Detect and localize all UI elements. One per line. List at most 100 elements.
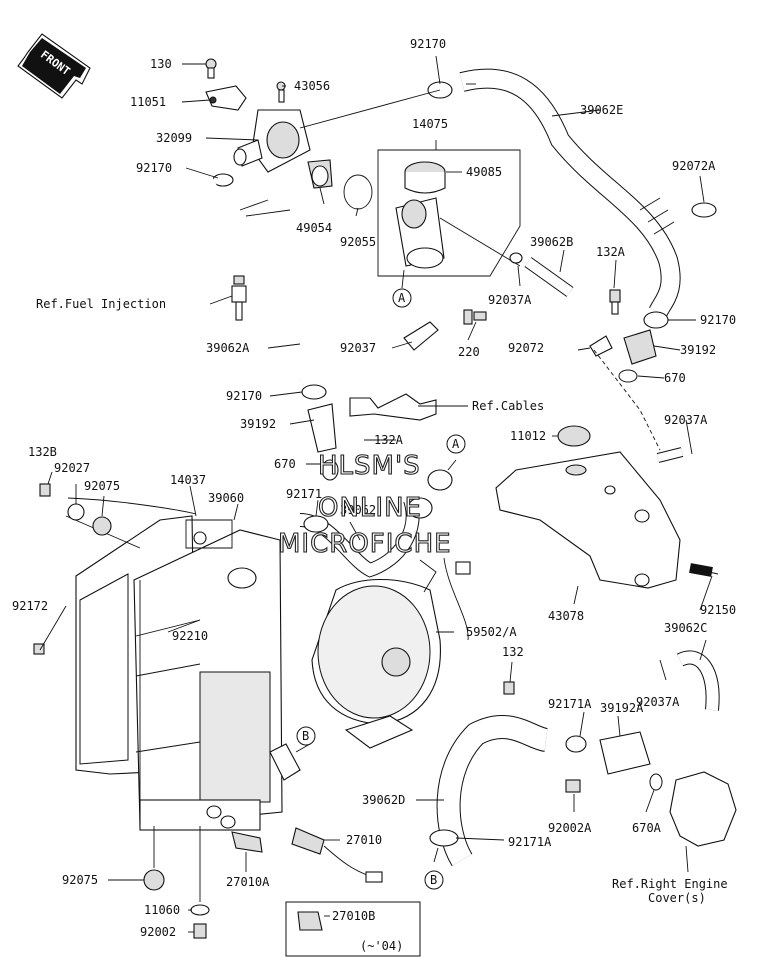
- label-92027: 92027: [54, 461, 90, 475]
- label-49085: 49085: [466, 165, 502, 179]
- svg-text:A: A: [452, 437, 460, 451]
- label-27010A: 27010A: [226, 875, 270, 889]
- label-92171A-b: 92171A: [508, 835, 552, 849]
- label-92170-b: 92170: [410, 37, 446, 51]
- label-43078: 43078: [548, 609, 584, 623]
- label-92170-a: 92170: [136, 161, 172, 175]
- svg-text:A: A: [398, 291, 406, 305]
- radiator: [75, 515, 301, 831]
- label-130: 130: [150, 57, 172, 71]
- label-39192-left: 39192: [240, 417, 276, 431]
- plug-92002: [193, 923, 207, 939]
- label-39192A: 39192A: [600, 701, 644, 715]
- fitting-39192-right: [623, 329, 657, 365]
- label-59502A: 59502/A: [466, 625, 517, 639]
- label-43056: 43056: [294, 79, 330, 93]
- label-92037A-a: 92037A: [488, 293, 532, 307]
- label-132A-top: 132A: [596, 245, 626, 259]
- label-11060: 11060: [144, 903, 180, 917]
- label-670-left: 670: [274, 457, 296, 471]
- bolt-92172: [33, 643, 45, 655]
- grommet-92075-top: [92, 516, 112, 536]
- reservoir-tank: [495, 425, 681, 589]
- callout-A-lower: A: [446, 434, 466, 454]
- label-14075: 14075: [412, 117, 448, 131]
- label-132A-mid: 132A: [374, 433, 404, 447]
- label-cover-s: Cover(s): [648, 891, 706, 905]
- label-39062D: 39062D: [362, 793, 405, 807]
- label-39062: 39062: [340, 503, 376, 517]
- sensor-27010A: [231, 831, 263, 853]
- label-27010B: 27010B: [332, 909, 375, 923]
- label-92037A-b: 92037A: [664, 413, 708, 427]
- leader-lines: [39, 55, 713, 933]
- callout-B-upper: B: [296, 726, 316, 746]
- label-220: 220: [458, 345, 480, 359]
- label-670A: 670A: [632, 821, 662, 835]
- collar-92027: [67, 503, 85, 521]
- label-39062A: 39062A: [206, 341, 250, 355]
- front-arrow-icon: FRONT: [17, 33, 91, 99]
- engine-cover: [669, 771, 737, 847]
- label-92037: 92037: [340, 341, 376, 355]
- label-39062C: 39062C: [664, 621, 707, 635]
- cooling-fan: [311, 557, 471, 749]
- label-39192-right: 39192: [680, 343, 716, 357]
- label-92075-a: 92075: [84, 479, 120, 493]
- label-27010: 27010: [346, 833, 382, 847]
- label-132B: 132B: [28, 445, 57, 459]
- label-92072A: 92072A: [672, 159, 716, 173]
- label-11012: 11012: [510, 429, 546, 443]
- cable-bracket: [349, 393, 437, 421]
- label-92055: 92055: [340, 235, 376, 249]
- callout-B-lower: B: [424, 870, 444, 890]
- bolt-132B: [39, 483, 51, 497]
- label-39062B: 39062B: [530, 235, 573, 249]
- label-11051: 11051: [130, 95, 166, 109]
- watermark-line3: MICROFICHE: [278, 529, 452, 559]
- bolt-92002A: [565, 779, 581, 793]
- label-ref-right-engine: Ref.Right Engine: [612, 877, 728, 891]
- label-49054: 49054: [296, 221, 332, 235]
- label-14037: 14037: [170, 473, 206, 487]
- label-132: 132: [502, 645, 524, 659]
- label-92170-c: 92170: [700, 313, 736, 327]
- hose-39062E: [459, 68, 681, 317]
- fitting-39192A: [599, 731, 651, 775]
- fuel-sensor: [231, 275, 247, 321]
- label-92072: 92072: [508, 341, 544, 355]
- reservoir-cap-group: [377, 149, 521, 325]
- label-92002A: 92002A: [548, 821, 592, 835]
- label-ref-cables: Ref.Cables: [472, 399, 544, 413]
- label-92171: 92171: [286, 487, 322, 501]
- label-92172: 92172: [12, 599, 48, 613]
- svg-text:B: B: [430, 873, 437, 887]
- label-92075-b: 92075: [62, 873, 98, 887]
- label-year-note: (~'04): [360, 939, 403, 953]
- thermostat-housing: [205, 58, 373, 210]
- switch-27010: [291, 827, 325, 855]
- cap-11012: [557, 425, 591, 447]
- callout-A-upper: A: [392, 288, 412, 308]
- label-92002: 92002: [140, 925, 176, 939]
- watermark: HLSM'S ONLINE MICROFICHE: [277, 450, 452, 559]
- watermark-line1: HLSM'S: [318, 451, 421, 481]
- watermark-line2: ONLINE: [318, 493, 422, 523]
- fitting-39192: [307, 403, 337, 453]
- label-92210: 92210: [172, 629, 208, 643]
- label-670-right: 670: [664, 371, 686, 385]
- label-32099: 32099: [156, 131, 192, 145]
- label-92171A-a: 92171A: [548, 697, 592, 711]
- label-92150: 92150: [700, 603, 736, 617]
- clamp-92170-mid: [301, 384, 327, 400]
- grommet-92075-bottom: [143, 869, 165, 891]
- label-ref-fuel-injection: Ref.Fuel Injection: [36, 297, 166, 311]
- label-92037A-c: 92037A: [636, 695, 680, 709]
- label-92170-d: 92170: [226, 389, 262, 403]
- washer-11060: [190, 904, 210, 916]
- label-39060: 39060: [208, 491, 244, 505]
- label-39062E: 39062E: [580, 103, 623, 117]
- svg-text:B: B: [302, 729, 309, 743]
- inset-27010B: [285, 901, 421, 957]
